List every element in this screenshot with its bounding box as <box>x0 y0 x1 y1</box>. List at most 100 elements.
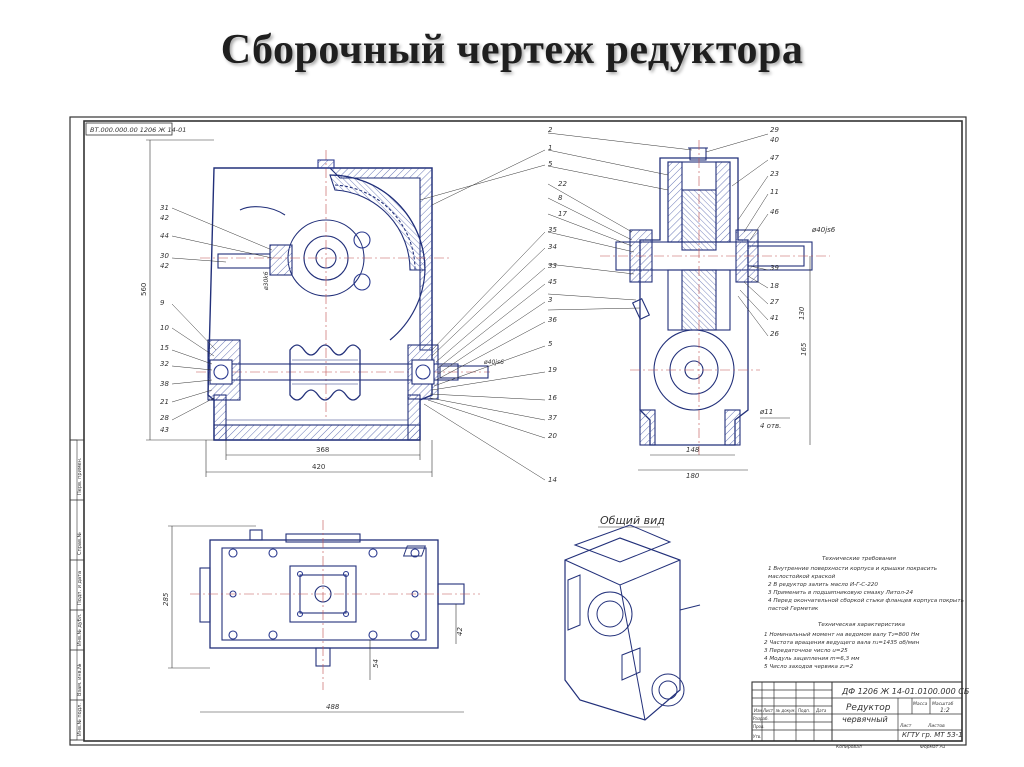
side-view-dim-text: 148 180 165 ø11 4 отв. ø40js6 130 <box>686 226 836 480</box>
isometric-view <box>402 524 701 721</box>
dim-420: 420 <box>312 463 325 471</box>
callout: 34 <box>548 243 557 251</box>
dim-54: 54 <box>372 659 380 668</box>
col-label: Дата <box>815 708 827 713</box>
product-name: Редуктор <box>846 703 891 713</box>
callout: 37 <box>548 414 557 422</box>
callout: 22 <box>558 180 567 188</box>
doc-number: ДФ 1206 Ж 14-01.0100.000 СБ <box>841 687 970 696</box>
callout: 47 <box>770 154 779 162</box>
dim-42: 42 <box>456 627 464 636</box>
side-view <box>600 140 830 455</box>
callout: 29 <box>770 126 779 134</box>
dim-488: 488 <box>326 703 340 711</box>
general-view-label-group: Общий вид <box>598 514 665 528</box>
callout: 2 <box>548 126 553 134</box>
tech-req-item: пастой Герметик <box>768 606 819 612</box>
top-view <box>190 520 480 690</box>
dim-11: ø11 <box>759 408 773 416</box>
callout: 11 <box>770 188 779 196</box>
side-box-label: Инв.№ подл. <box>77 703 83 736</box>
callout: 27 <box>770 298 779 306</box>
title-block-text: ДФ 1206 Ж 14-01.0100.000 СБ Редуктор чер… <box>753 687 970 750</box>
tech-char-item: 1 Номинальный момент на ведомом валу Т₂=… <box>764 632 920 638</box>
callout: 33 <box>548 262 557 270</box>
dim-560: 560 <box>140 283 148 296</box>
callout: 5 <box>548 340 553 348</box>
tech-req-item: 3 Применить в подшипниковую смазку Литол… <box>768 590 913 596</box>
front-view-dimensions <box>146 139 433 477</box>
callout: 45 <box>548 278 557 286</box>
side-box-label: Взам. инв.№ <box>77 663 83 696</box>
side-right-callouts: 29 40 47 23 11 46 39 18 27 41 26 <box>705 126 779 338</box>
col-label: Лист <box>762 708 774 713</box>
dim-368: 368 <box>316 446 329 454</box>
callout: 9 <box>160 299 165 307</box>
tech-req-item: 1 Внутренние поверхности корпуса и крышк… <box>768 566 937 572</box>
dim-148: 148 <box>686 446 700 454</box>
top-view-dimensions <box>168 525 464 713</box>
side-box-label: Перв. примен. <box>77 457 83 495</box>
callout: 30 <box>160 252 169 260</box>
callout: 1 <box>548 144 552 152</box>
col-label: Изм <box>754 708 762 713</box>
side-box-label: Подп. и дата <box>77 571 83 605</box>
tech-req-item: 2 В редуктор залить масло И-Г-С-220 <box>768 582 878 588</box>
tech-char-item: 2 Частота вращения ведущего вала n₁=1435… <box>764 640 920 646</box>
left-side-boxes: Перв. примен. Справ.№ Подп. и дата Инв.№… <box>69 439 85 741</box>
mass-label: Масса <box>913 701 928 707</box>
callout: 28 <box>160 414 169 422</box>
callout: 16 <box>548 394 557 402</box>
tech-requirements: Технические требования 1 Внутренние пове… <box>768 556 964 612</box>
title-block <box>751 681 963 742</box>
tech-char-item: 3 Передаточное число u=25 <box>764 648 848 654</box>
tech-characteristics: Техническая характеристика 1 Номинальный… <box>764 622 920 670</box>
callout: 39 <box>770 264 779 272</box>
col-label: Подп. <box>798 708 810 713</box>
front-view-dim-text: 560 368 420 ø40js6 ø30k6 <box>140 271 504 471</box>
callout: 26 <box>770 330 779 338</box>
callout: 23 <box>770 170 779 178</box>
format-label: Формат А1 <box>920 744 946 750</box>
dim-30k6: ø30k6 <box>263 271 270 291</box>
organization: КГТУ гр. МТ 53-1 <box>902 731 963 739</box>
callout: 35 <box>548 226 557 234</box>
general-view-label: Общий вид <box>600 514 665 527</box>
copied-label: Копировал <box>836 744 862 750</box>
side-view-dimensions <box>638 256 811 471</box>
callout: 44 <box>160 232 169 240</box>
callout: 5 <box>548 160 553 168</box>
tech-char-title: Техническая характеристика <box>818 622 906 628</box>
side-box-label: Справ.№ <box>77 531 83 555</box>
dim-130: 130 <box>798 306 806 320</box>
callout: 10 <box>160 324 169 332</box>
callout: 17 <box>558 210 567 218</box>
callout: 15 <box>160 344 169 352</box>
sheet-frame <box>69 116 967 746</box>
callout: 40 <box>770 136 779 144</box>
callout: 3 <box>548 296 552 304</box>
role-label: Утв. <box>753 734 761 739</box>
middle-callouts: 1 5 35 34 33 45 3 36 5 19 16 37 20 14 <box>419 144 557 484</box>
tech-char-item: 4 Модуль зацепления m=6,3 мм <box>764 656 860 662</box>
dim-40js6-side: ø40js6 <box>811 226 836 234</box>
side-left-callouts: 2 22 8 17 <box>547 126 693 311</box>
tech-req-item: 4 Перед окончательной сборкой стыки флан… <box>768 598 964 604</box>
scale-label: Масштаб <box>932 701 954 707</box>
role-label: Разраб. <box>753 716 769 721</box>
side-box-label: Инв.№ дубл. <box>77 613 83 646</box>
dim-285: 285 <box>162 592 170 606</box>
callout: 14 <box>548 476 557 484</box>
tech-req-item: маслостойкой краской <box>768 574 836 580</box>
callout: 19 <box>548 366 557 374</box>
slide-title: Сборочный чертеж редуктора <box>220 27 804 73</box>
left-callouts: 31 42 44 30 42 9 10 15 32 38 21 28 43 <box>160 204 273 434</box>
callout: 46 <box>770 208 779 216</box>
tech-req-title: Технические требования <box>822 556 897 562</box>
role-label: Пров. <box>753 724 765 729</box>
rotated-stamp: ВТ.000.000.00 1206 Ж 14-01 <box>85 122 186 136</box>
sheet-label: Лист <box>899 723 912 729</box>
product-name-2: червячный <box>842 715 888 724</box>
